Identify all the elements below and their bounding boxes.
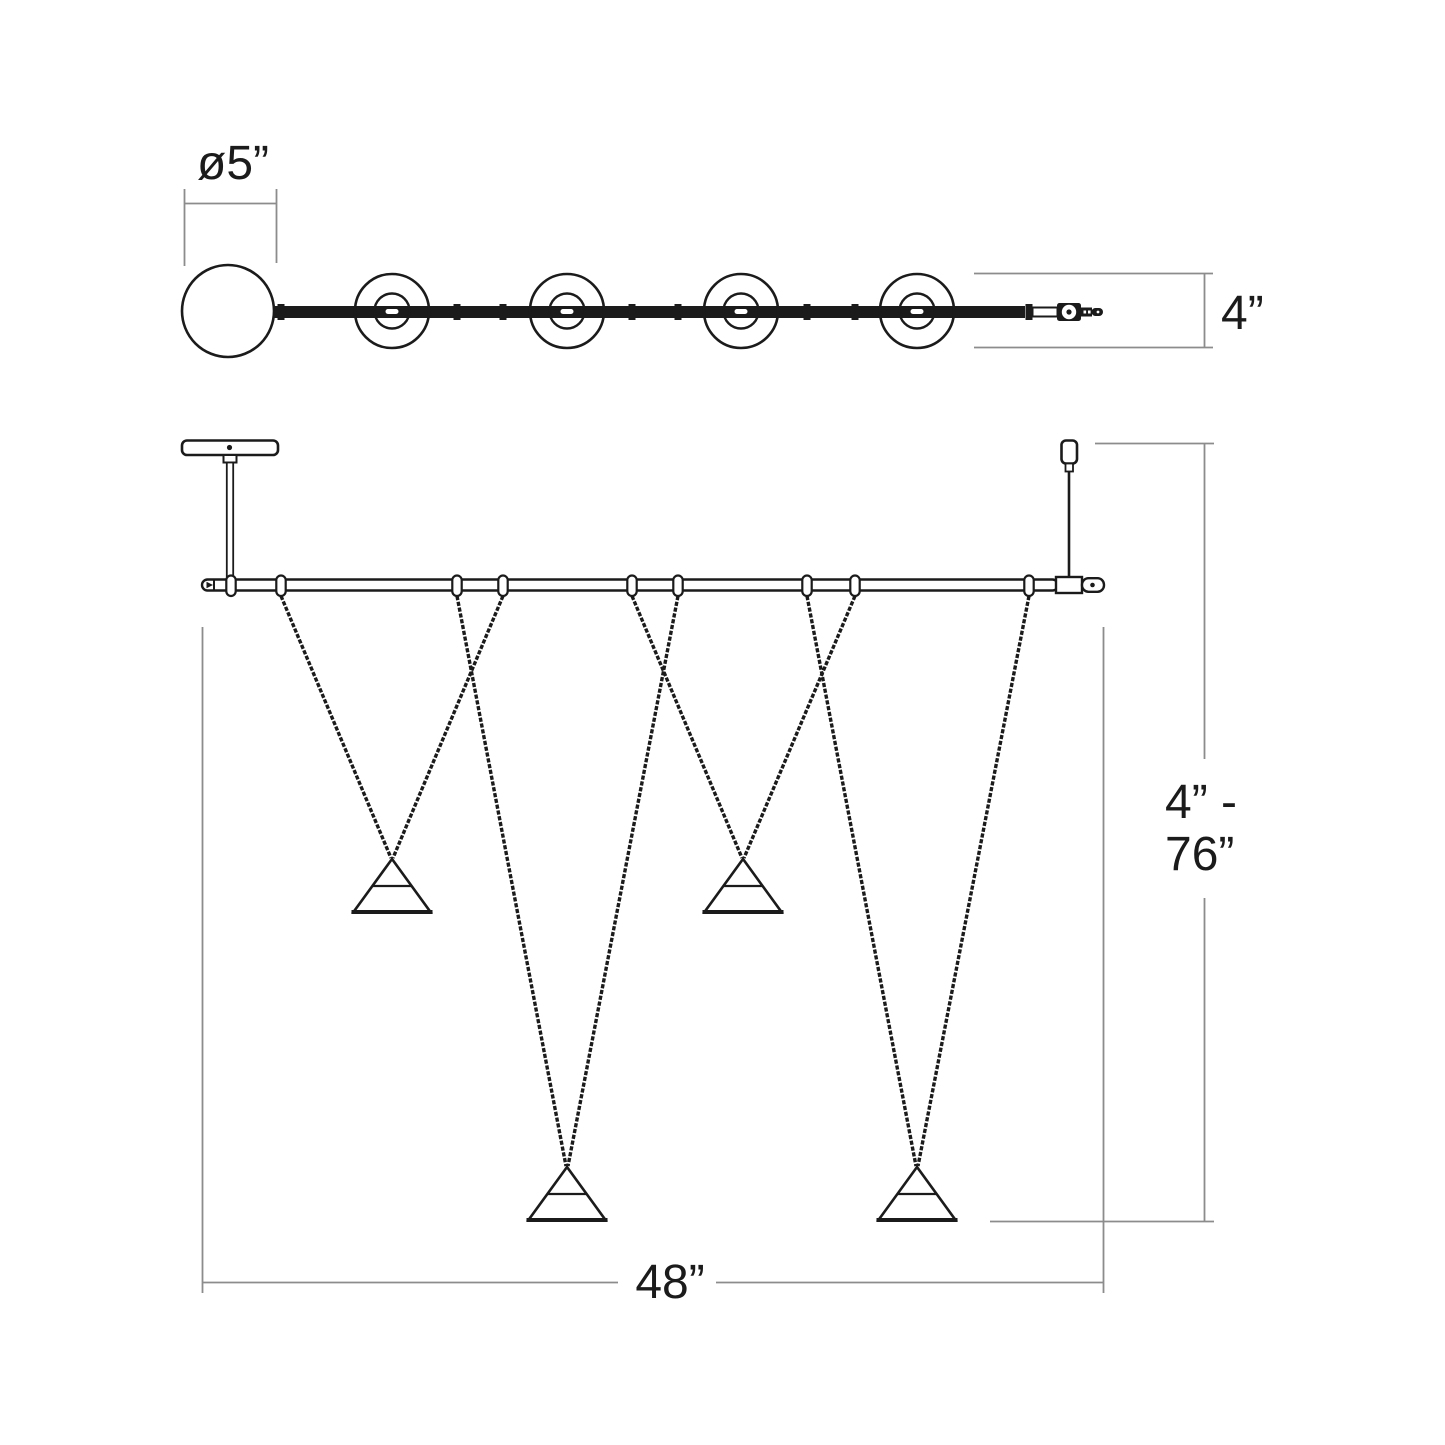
pendant-bar [200,575,1106,595]
clip-mark [628,304,636,320]
wire-slot [560,309,574,314]
cable-gripper [801,574,813,598]
cable-gripper [672,574,684,598]
ceiling-canopy-right [1060,439,1079,578]
cable-gripper [275,574,287,598]
sphere-shade [180,263,276,359]
led-disk [702,272,780,350]
cone-pendant [701,856,785,914]
front-view: 4” - 76” 48” [180,439,1237,1309]
suspension-cable [455,595,568,1167]
disk-outer-ring [353,272,431,350]
support-rod [225,461,235,578]
cable-gripper [497,574,509,598]
clip-mark [803,304,811,320]
tip-dot [1096,310,1100,314]
rod-clip [225,574,237,598]
canopy-stem [1064,462,1074,473]
fixture-height-dimension: 4” [974,272,1264,349]
rail-clip-marks [277,304,1033,320]
cone-pendant [525,1164,609,1222]
top-view: ø5” [180,137,1264,359]
suspension-cable [279,595,393,859]
clip-mark [674,304,682,320]
stub-notch [1088,310,1091,314]
cone-pendant [350,856,434,914]
cable-gripper [1023,574,1035,598]
rail-plan [273,306,1025,318]
disk-inner-ring [898,292,936,330]
led-disk [878,272,956,350]
end-cap-arrow [206,581,213,589]
wire-slot [385,309,399,314]
stub-notch [1083,310,1087,314]
canopy-screw [226,444,233,451]
connector-tube [1031,306,1059,318]
disk-outer-ring [878,272,956,350]
suspension-range-dimension: 4” - 76” [990,442,1237,1223]
cone-pendant [875,1164,959,1222]
disk-inner-ring [722,292,760,330]
bar-length-dimension: 48” [201,627,1105,1309]
clip-mark [277,304,285,320]
led-disk [528,272,606,350]
bar-end-fitting [1054,575,1084,595]
disk-inner-ring [373,292,411,330]
suspension-cables [279,595,1031,1167]
clip-mark [453,304,461,320]
suspension-cable [916,595,1031,1167]
clip-mark [499,304,507,320]
connector-pin [1066,309,1072,315]
suspension-cable [391,595,505,859]
dimension-label: 48” [635,1256,704,1309]
suspension-cable [805,595,918,1167]
suspension-cable [630,595,744,859]
dimension-label: 4” [1221,287,1264,340]
cable-grippers [225,574,1035,598]
clip-mark [851,304,859,320]
sphere-diameter-dimension: ø5” [183,137,278,266]
cable-gripper [626,574,638,598]
cable-gripper [849,574,861,598]
disk-inner-ring [548,292,586,330]
wire-slot [734,309,748,314]
suspension-cable [742,595,857,859]
dimension-label: 4” - [1165,776,1237,829]
canopy-fitting [1060,439,1079,465]
clip-mark [1025,304,1033,320]
dimension-label: ø5” [197,137,269,190]
suspension-cable [566,595,680,1167]
disk-outer-ring [528,272,606,350]
end-connector-plan [1031,303,1103,321]
disk-outer-ring [702,272,780,350]
led-disk [353,272,431,350]
canopy-stem [222,454,238,464]
dimension-label: 76” [1165,828,1234,881]
cable-gripper [451,574,463,598]
connector-stub [1081,307,1092,317]
end-cap-pin [1090,582,1095,588]
wire-slot [910,309,924,314]
